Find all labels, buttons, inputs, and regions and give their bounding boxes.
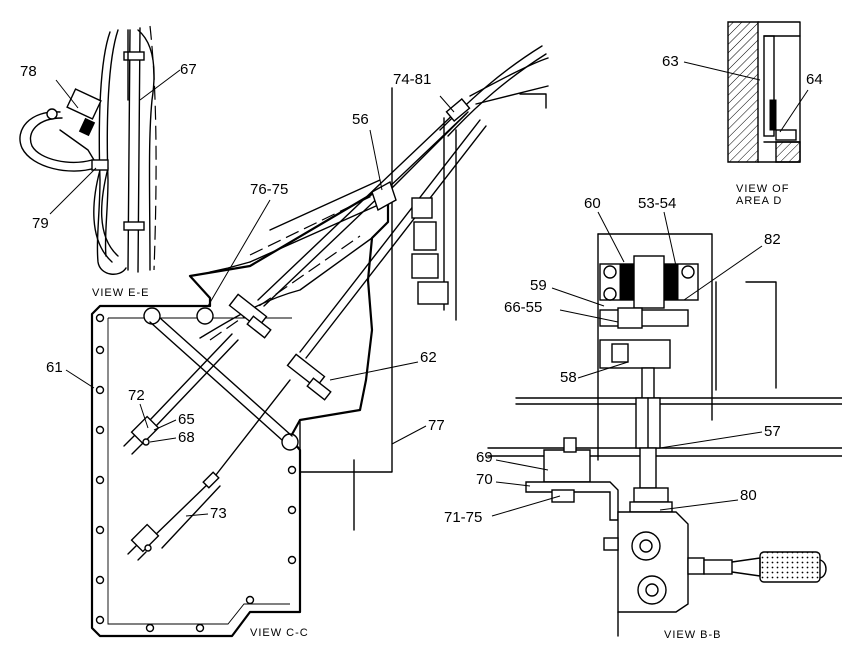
callout-73: 73 <box>210 505 227 522</box>
callout-56: 56 <box>352 111 369 128</box>
callout-63: 63 <box>662 53 679 70</box>
callout-79: 79 <box>32 215 49 232</box>
callout-61: 61 <box>46 359 63 376</box>
callout-78: 78 <box>20 63 37 80</box>
view-cc-drawing <box>90 45 549 638</box>
view-area-d-drawing <box>727 21 801 163</box>
callout-58: 58 <box>560 369 577 386</box>
view-bb-drawing <box>487 233 842 637</box>
callout-70: 70 <box>476 471 493 488</box>
callout-74-81: 74-81 <box>393 71 431 88</box>
callout-77: 77 <box>428 417 445 434</box>
callout-59: 59 <box>530 277 547 294</box>
callout-64: 64 <box>806 71 823 88</box>
callout-82: 82 <box>764 231 781 248</box>
callout-72: 72 <box>128 387 145 404</box>
callout-69: 69 <box>476 449 493 466</box>
callout-71-75: 71-75 <box>444 509 482 526</box>
callout-57: 57 <box>764 423 781 440</box>
callout-67: 67 <box>180 61 197 78</box>
callout-66-55: 66-55 <box>504 299 542 316</box>
view-area-d-caption-1: VIEW OF <box>736 183 789 195</box>
view-bb-caption: VIEW B-B <box>664 629 722 641</box>
view-ee-caption: VIEW E-E <box>92 287 150 299</box>
callout-65: 65 <box>178 411 195 428</box>
view-area-d-caption-2: AREA D <box>736 195 782 207</box>
callout-80: 80 <box>740 487 757 504</box>
view-cc-caption: VIEW C-C <box>250 627 309 639</box>
view-ee-drawing <box>19 25 157 275</box>
callout-60: 60 <box>584 195 601 212</box>
callout-53-54: 53-54 <box>638 195 676 212</box>
callout-62: 62 <box>420 349 437 366</box>
callout-68: 68 <box>178 429 195 446</box>
callout-76-75: 76-75 <box>250 181 288 198</box>
